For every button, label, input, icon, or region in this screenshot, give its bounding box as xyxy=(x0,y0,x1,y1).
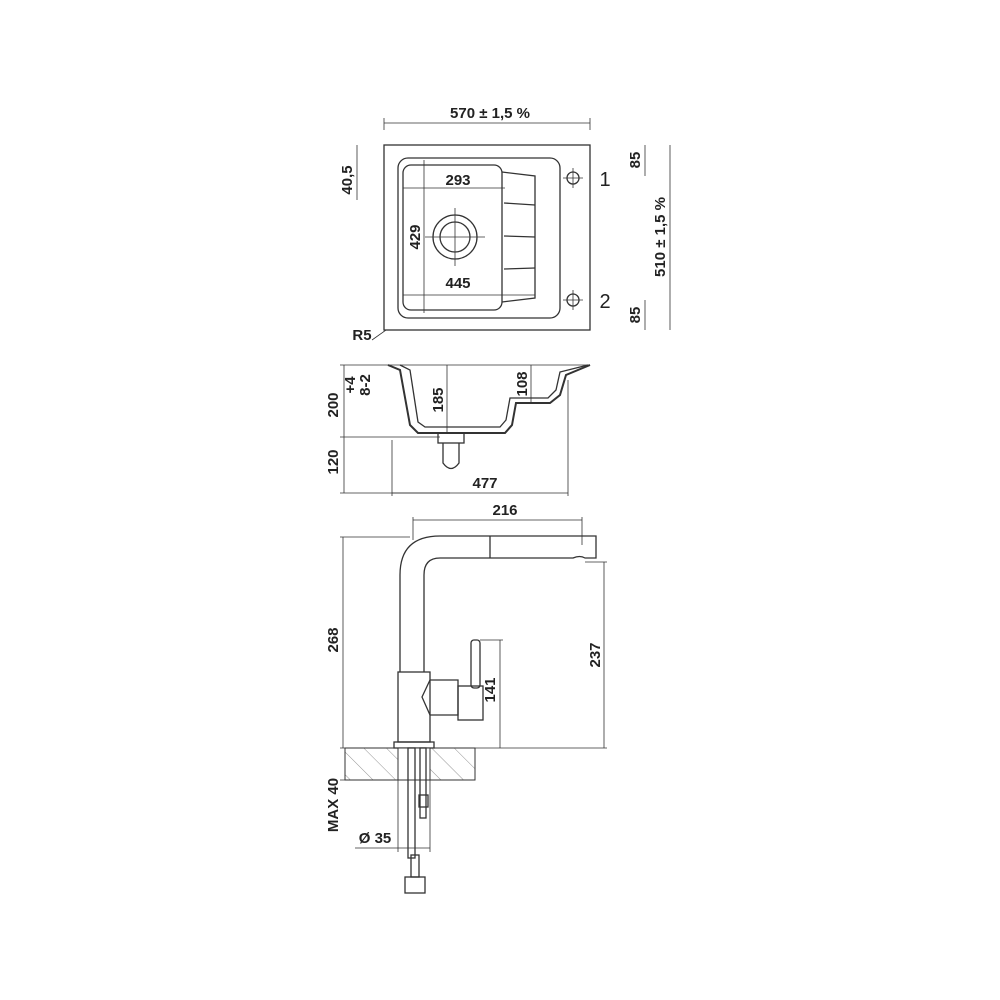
radius-label: R5 xyxy=(352,327,371,344)
hole-2-label: 2 xyxy=(599,291,610,313)
tap-hole-2-icon xyxy=(563,290,583,310)
bowl-length-dimension: 445 xyxy=(445,275,470,292)
hole-1-label: 1 xyxy=(599,169,610,191)
hole-offset-top: 85 xyxy=(627,152,644,169)
countertop xyxy=(344,747,476,781)
hole-diameter-dimension: Ø 35 xyxy=(359,830,392,847)
max-deck-dimension: MAX 40 xyxy=(325,778,342,832)
drainer-depth-dimension: 108 xyxy=(514,371,531,396)
sink-section-view: 200 120 +4 8-2 185 108 477 xyxy=(325,364,591,496)
tap-height-dimension: 268 xyxy=(325,627,342,652)
total-height-dimension: 200 xyxy=(325,392,342,417)
reach-dimension: 216 xyxy=(492,502,517,519)
drainer-ribs xyxy=(501,171,536,303)
overall-width-dimension: 477 xyxy=(472,475,497,492)
tap-hole-1-icon xyxy=(563,168,583,188)
bowl-depth-dimension: 429 xyxy=(407,224,424,249)
sink-top-view: 570 ± 1,5 % 293 445 429 1 2 40,5 510 xyxy=(339,105,671,344)
spout-height-dimension: 237 xyxy=(587,642,604,667)
lever-height-dimension: 141 xyxy=(482,677,499,702)
hole-offset-bottom: 85 xyxy=(627,307,644,324)
edge-offset-dimension: 40,5 xyxy=(339,165,356,194)
tolerance-minus: 8-2 xyxy=(357,374,374,396)
bowl-depth-section: 185 xyxy=(430,387,447,412)
depth-dimension: 510 ± 1,5 % xyxy=(652,197,669,277)
drain-icon xyxy=(425,208,485,266)
width-dimension: 570 ± 1,5 % xyxy=(450,105,530,122)
tolerance-plus: +4 xyxy=(342,376,359,394)
drain-height-dimension: 120 xyxy=(325,449,342,474)
bowl-width-dimension: 293 xyxy=(445,172,470,189)
tap-side-view: 216 268 237 141 MAX 40 Ø 35 xyxy=(325,502,607,894)
